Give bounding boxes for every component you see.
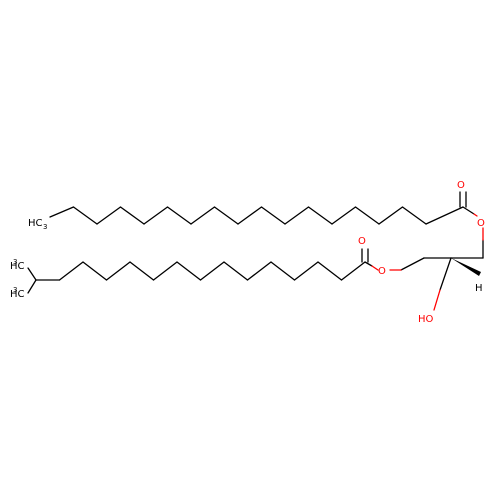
upper-chain-bond [190, 206, 216, 225]
branch-ch3-2-bond [27, 279, 37, 294]
upper-chain-bond [401, 206, 427, 225]
upper-chain-bond [72, 206, 98, 225]
atom-label-o-carbonyl-1: O [457, 180, 465, 191]
lower-chain-bond [293, 261, 319, 281]
atom-label-o-ester-2: O [378, 266, 386, 277]
branch-ch3-1-bond [27, 267, 37, 281]
atom-label-ch3-branch-2-sub: 3 [13, 286, 17, 294]
upper-chain-bond [237, 206, 263, 225]
ch3-branch2-h: H [10, 289, 18, 300]
lower-chain-bond [129, 261, 155, 281]
upper-chain-bond [284, 206, 310, 225]
atom-label-o-ester-1: O [477, 218, 485, 229]
atom-label-ch3-top-sub: 3 [43, 223, 47, 231]
lower-chain-bond [246, 261, 272, 281]
bond-lines [27, 191, 484, 294]
upper-chain-bond [331, 206, 357, 225]
ester2-carbonyl-o-bond [371, 265, 379, 271]
upper-chain-bond [49, 206, 75, 218]
atom-label-ch3-branch-1: HC [10, 261, 25, 272]
upper-chain-bond [143, 206, 169, 225]
upper-chain-bond [96, 206, 122, 225]
lower-chain-bond [152, 261, 178, 281]
atom-label-hydroxyl: HO [418, 314, 434, 325]
lower-chain-bond [223, 261, 249, 281]
atom-label-ch3-top: HC [28, 218, 43, 229]
upper-ester-o-bond [473, 213, 478, 217]
lower-chain-bond [82, 261, 108, 281]
chiral-oh-bond [439, 257, 452, 291]
lower-chain-bond [199, 261, 225, 281]
lower-chain-bond [340, 261, 366, 281]
oxygen-bond-segments [371, 213, 484, 311]
lower-chain-bond [176, 261, 202, 281]
upper-chain-bond [307, 206, 333, 225]
atom-label-ch3-branch-2: HC [10, 289, 25, 300]
ch2-o-ester2-bond [400, 257, 425, 271]
ch3-branch2-c: C [18, 289, 25, 300]
oh-bond [433, 289, 441, 311]
upper-chain-bond [354, 206, 380, 225]
lower-chain-bond [317, 261, 343, 281]
upper-chain-bond [260, 206, 286, 225]
ch3-branch1-h: H [10, 261, 18, 272]
upper-chain-bond [213, 206, 239, 225]
upper-chain-bond [378, 206, 404, 225]
lower-chain-bond [58, 261, 84, 281]
upper-chain-bond [425, 206, 464, 225]
atom-label-ch3-branch-1-sub: 3 [13, 258, 17, 266]
ester2-carbonyl-bond [364, 261, 373, 267]
ch3-top-c: C [36, 218, 43, 229]
lower-chain-bond [270, 261, 296, 281]
ch3-branch1-c: C [18, 261, 25, 272]
lower-chain-bond [105, 261, 131, 281]
upper-chain-bond [119, 206, 145, 225]
ch3-top-h: H [28, 218, 36, 229]
atom-label-o-carbonyl-2: O [358, 236, 366, 247]
upper-ester-bond [462, 206, 475, 215]
stereo-wedge-bond [451, 258, 481, 276]
upper-chain-bond [166, 206, 192, 225]
atom-label-stereo-h: H [475, 283, 483, 294]
